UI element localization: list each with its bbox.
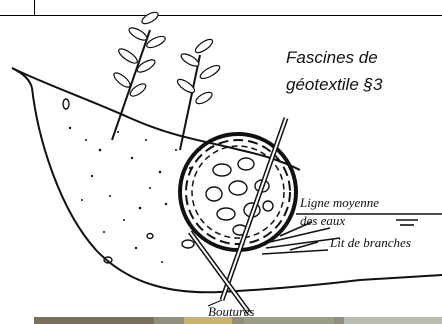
water-level-label-2: des eaux xyxy=(300,213,345,228)
bank-surface xyxy=(12,68,300,170)
branch-bed-label: Lit de branches xyxy=(329,235,411,250)
bank-edge xyxy=(12,68,32,88)
fascine-roll xyxy=(180,118,296,300)
soil-pebbles xyxy=(63,99,194,263)
photo-strip xyxy=(34,314,442,324)
water-level-label-1: Ligne moyenne xyxy=(299,195,379,210)
